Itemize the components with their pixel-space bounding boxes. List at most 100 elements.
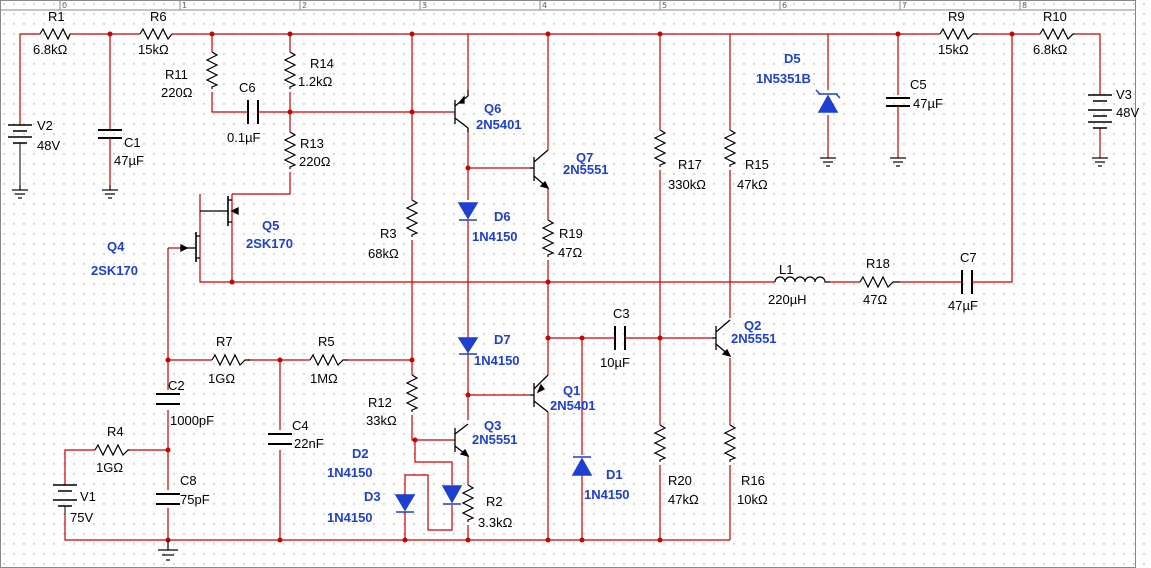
- ground-C1: [102, 185, 118, 199]
- ground-V2: [12, 185, 28, 199]
- label-D2-ref: D2: [352, 446, 369, 461]
- label-Q2-value: 2N5551: [731, 331, 777, 346]
- label-Q6-ref: Q6: [484, 101, 502, 116]
- label-R16-ref: R16: [741, 473, 765, 488]
- label-R14-ref: R14: [310, 56, 334, 71]
- diode-D6: [457, 202, 479, 221]
- label-R11-value: 220Ω: [161, 85, 193, 100]
- ground-C5: [890, 157, 906, 167]
- label-C6-ref: C6: [239, 80, 256, 95]
- label-C3-value: 10µF: [600, 355, 630, 370]
- label-C4-ref: C4: [292, 418, 309, 433]
- label-R14-value: 1.2kΩ: [298, 74, 333, 89]
- label-Q5-value: 2SK170: [246, 236, 293, 251]
- label-R19-ref: R19: [559, 226, 583, 241]
- label-D7-value: 1N4150: [474, 353, 520, 368]
- label-C8-value: 75pF: [180, 492, 210, 507]
- label-Q3-value: 2N5551: [472, 432, 518, 447]
- label-R7-ref: R7: [216, 334, 233, 349]
- resistor-R20: [653, 424, 667, 462]
- label-R15-ref: R15: [745, 157, 769, 172]
- label-R20-value: 47kΩ: [668, 492, 699, 507]
- label-R3-value: 68kΩ: [368, 246, 399, 261]
- ground-main: [158, 540, 178, 561]
- resistor-R18: [859, 275, 900, 289]
- resistor-R13: [283, 131, 297, 169]
- label-D5-value: 1N5351B: [756, 71, 811, 86]
- resistor-R12: [405, 374, 419, 412]
- label-C7-value: 47µF: [948, 298, 978, 313]
- label-R13-ref: R13: [300, 136, 324, 151]
- diode-D7: [457, 337, 479, 355]
- ruler-ticks: [59, 0, 1021, 10]
- grounds: [12, 157, 1108, 561]
- transistor-Q7: [530, 149, 550, 190]
- label-D1-ref: D1: [606, 467, 623, 482]
- label-C1-ref: C1: [124, 135, 141, 150]
- label-Q7-ref: Q7: [576, 150, 594, 165]
- label-D3-value: 1N4150: [327, 510, 373, 525]
- label-C8-ref: C8: [180, 473, 197, 488]
- label-Q1-value: 2N5401: [550, 398, 596, 413]
- cap-leads: [109, 106, 975, 339]
- label-D3-ref: D3: [364, 489, 381, 504]
- label-C3-ref: C3: [613, 306, 630, 321]
- transistor-Q3: [454, 423, 470, 458]
- resistor-R5: [309, 353, 348, 367]
- label-Q7-value: 2N5551: [563, 162, 609, 177]
- diode-D1: [571, 456, 593, 476]
- resistors: [39, 27, 1075, 522]
- label-R4-ref: R4: [107, 424, 124, 439]
- transistors: [180, 90, 732, 458]
- label-R17-ref: R17: [678, 157, 702, 172]
- label-R13-value: 220Ω: [299, 154, 331, 169]
- label-R1-ref: R1: [48, 9, 65, 24]
- ruler-labels: 0 1 2 3 4 5 6 7 8: [62, 1, 1027, 10]
- label-C2-value: 1000pF: [170, 413, 215, 428]
- resistor-R2: [461, 484, 475, 522]
- label-V2-ref: V2: [37, 118, 53, 133]
- label-Q2-ref: Q2: [744, 318, 762, 333]
- diode-D5: [815, 89, 841, 113]
- battery-V1: [53, 484, 77, 515]
- transistor-Q6: [454, 90, 469, 132]
- resistor-R6: [139, 27, 173, 41]
- diode-D3: [394, 494, 416, 513]
- label-R15-value: 47kΩ: [737, 177, 768, 192]
- transistor-Q4: [180, 232, 200, 262]
- label-R6-value: 15kΩ: [138, 42, 169, 57]
- label-V3-value: 48V: [1116, 105, 1140, 120]
- label-Q4-value: 2SK170: [91, 263, 138, 278]
- resistor-R7: [211, 353, 250, 367]
- resistor-R3: [405, 199, 419, 237]
- label-D1-value: 1N4150: [584, 487, 630, 502]
- diode-D2: [441, 485, 463, 505]
- battery-V3: [1088, 94, 1112, 129]
- ruler-label-6: 6: [782, 1, 787, 10]
- capacitor-C4: [268, 433, 292, 445]
- label-D5-ref: D5: [784, 51, 801, 66]
- resistor-R19: [541, 219, 555, 257]
- label-R17-value: 330kΩ: [668, 177, 706, 192]
- resistor-R1: [39, 27, 71, 41]
- ruler-label-5: 5: [662, 1, 667, 10]
- label-D2-value: 1N4150: [327, 465, 373, 480]
- label-R2-ref: R2: [486, 494, 503, 509]
- ruler-label-1: 1: [182, 1, 187, 10]
- label-R10-ref: R10: [1043, 9, 1067, 24]
- label-R6-ref: R6: [150, 9, 167, 24]
- label-R10-value: 6.8kΩ: [1033, 42, 1068, 57]
- label-C5-value: 47µF: [913, 96, 943, 111]
- ruler-label-7: 7: [902, 1, 907, 10]
- ruler-label-4: 4: [542, 1, 547, 10]
- ruler-label-3: 3: [422, 1, 427, 10]
- resistor-R17: [653, 129, 667, 167]
- resistor-R10: [1039, 27, 1075, 41]
- ground-V3: [1092, 157, 1108, 167]
- label-V2-value: 48V: [37, 138, 61, 153]
- transistor-Q5: [200, 196, 239, 226]
- ruler-label-8: 8: [1022, 1, 1027, 10]
- label-V1-ref: V1: [80, 489, 96, 504]
- label-R3-ref: R3: [380, 226, 397, 241]
